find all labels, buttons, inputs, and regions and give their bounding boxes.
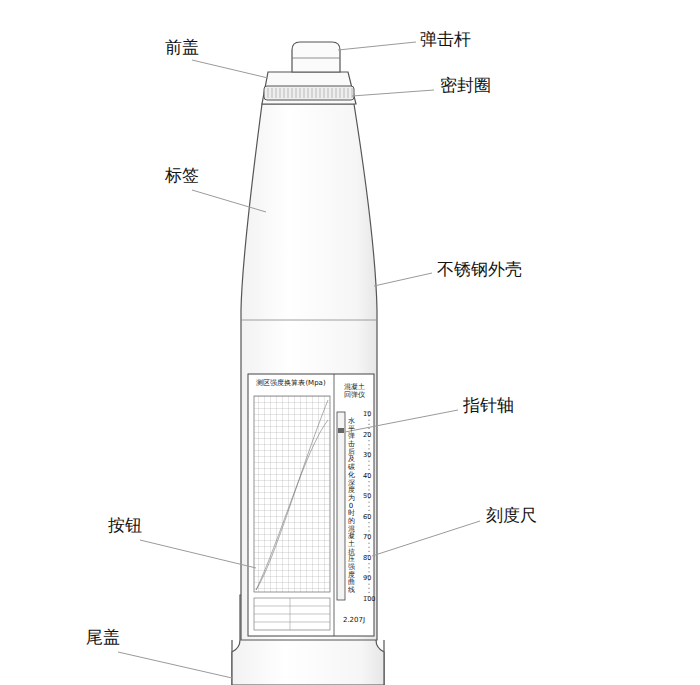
knurl-line xyxy=(344,88,345,98)
tick xyxy=(368,592,370,593)
leader-lines xyxy=(118,42,480,678)
scale-number: 100 xyxy=(363,596,375,603)
knurl-line xyxy=(284,88,285,98)
tick xyxy=(368,551,370,552)
seal-ring xyxy=(264,86,354,100)
panel-divider xyxy=(334,374,335,636)
tick xyxy=(368,584,370,585)
part-name: 刻度尺 xyxy=(486,506,537,525)
tick xyxy=(368,461,370,462)
tick xyxy=(368,506,370,507)
knurl-line xyxy=(288,88,289,98)
knurl-line xyxy=(320,88,321,98)
tick xyxy=(368,489,370,490)
label-panel xyxy=(248,374,374,636)
tick xyxy=(368,588,370,589)
part-name: 指针轴 xyxy=(463,396,514,415)
scale-number: 80 xyxy=(363,555,371,562)
knurl-line xyxy=(292,88,293,98)
scale-number: 90 xyxy=(363,575,371,582)
knurl-line xyxy=(340,88,341,98)
part-name: 不锈钢外壳 xyxy=(437,260,522,279)
tick xyxy=(368,502,370,503)
scale-number: 70 xyxy=(363,534,371,541)
knurl-line xyxy=(276,88,277,98)
scale-number: 40 xyxy=(363,473,371,480)
part-name: 密封圈 xyxy=(440,76,491,95)
tick xyxy=(368,440,370,441)
knurl-line xyxy=(332,88,333,98)
knurl-line xyxy=(312,88,313,98)
pointer-window xyxy=(337,412,345,600)
knurl-line xyxy=(304,88,305,98)
tick xyxy=(368,481,370,482)
knurl-line xyxy=(268,88,269,98)
tick xyxy=(368,563,370,564)
conversion-grid xyxy=(254,396,330,592)
energy-value: 2.207J xyxy=(343,617,365,625)
curve-note: 水平弹击后及碳化深度为0时的混凝土抗压强度曲线 xyxy=(348,418,355,595)
part-name: 前盖 xyxy=(165,38,199,57)
tick xyxy=(368,424,370,425)
knurl-line xyxy=(316,88,317,98)
scale-number: 50 xyxy=(363,493,371,500)
strength-curves xyxy=(256,400,328,590)
part-name: 标签 xyxy=(165,166,199,185)
scale-number: 30 xyxy=(363,452,371,459)
tick xyxy=(368,469,370,470)
knurl-line xyxy=(300,88,301,98)
scale-number: 10 xyxy=(363,411,371,418)
knurl-line xyxy=(348,88,349,98)
plunger-rod xyxy=(292,42,340,72)
part-name: 弹击杆 xyxy=(420,30,471,49)
small-table xyxy=(254,598,330,630)
knurl-line xyxy=(328,88,329,98)
scale-ticks xyxy=(365,412,370,597)
knurl-line xyxy=(336,88,337,98)
table-title: 测区强度换算表(Mpa) xyxy=(256,380,325,388)
knurl-line xyxy=(352,88,353,98)
seal-ring-knurl xyxy=(268,88,352,98)
shell-seam xyxy=(241,320,377,321)
front-cap xyxy=(262,72,356,104)
tick xyxy=(368,448,370,449)
tick xyxy=(368,543,370,544)
stainless-shell xyxy=(241,104,377,640)
knurl-line xyxy=(296,88,297,98)
part-name: 按钮 xyxy=(108,516,142,535)
tick xyxy=(368,465,370,466)
tick xyxy=(368,567,370,568)
pointer xyxy=(338,428,344,433)
tick xyxy=(368,522,370,523)
tick xyxy=(368,428,370,429)
instrument-name: 混凝土 回弹仪 xyxy=(340,384,368,399)
tick xyxy=(368,420,370,421)
scale-number: 20 xyxy=(363,432,371,439)
tick xyxy=(368,444,370,445)
tick xyxy=(368,526,370,527)
small-table-lines xyxy=(254,598,330,630)
plunger-groove xyxy=(292,58,340,59)
tick xyxy=(368,530,370,531)
part-name: 尾盖 xyxy=(86,628,120,647)
scale-number: 60 xyxy=(363,514,371,521)
knurl-line xyxy=(324,88,325,98)
knurl-line xyxy=(272,88,273,98)
tick xyxy=(368,510,370,511)
knurl-line xyxy=(280,88,281,98)
tick xyxy=(368,571,370,572)
knurl-line xyxy=(308,88,309,98)
tick xyxy=(368,547,370,548)
tick xyxy=(368,485,370,486)
